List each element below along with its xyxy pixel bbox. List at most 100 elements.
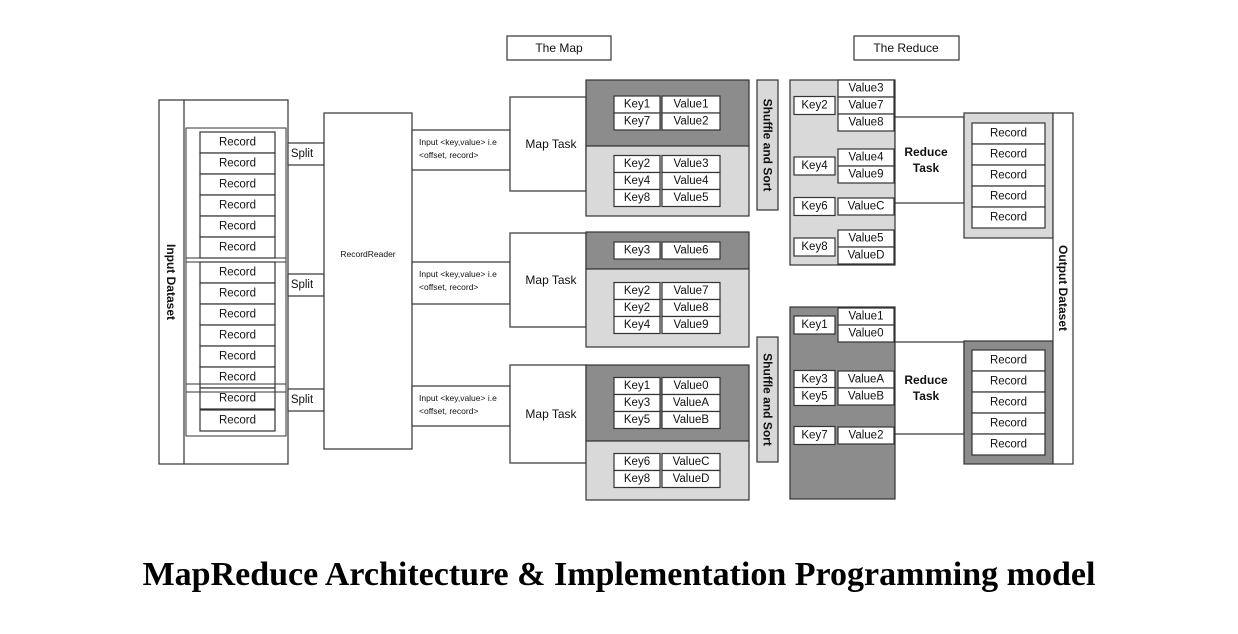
reduce-key-box bbox=[793, 156, 836, 176]
map-key: Key8 bbox=[624, 473, 650, 485]
output-dataset-label: Output Dataset bbox=[1056, 245, 1070, 331]
caption: MapReduce Architecture & Implementation … bbox=[142, 556, 1096, 593]
reduce-key-box bbox=[793, 196, 836, 217]
split-label: Split bbox=[291, 279, 314, 291]
map-key-box bbox=[613, 188, 661, 208]
map-value: Value7 bbox=[674, 285, 709, 297]
reduce-value: Value7 bbox=[849, 100, 884, 112]
map-key: Key3 bbox=[624, 397, 650, 409]
shuffle-box bbox=[756, 79, 779, 211]
map-key: Key1 bbox=[624, 99, 650, 111]
reduce-key-box bbox=[793, 237, 836, 257]
map-key-box bbox=[613, 315, 661, 335]
map-value: ValueB bbox=[673, 414, 710, 426]
map-task-label: Map Task bbox=[525, 137, 577, 151]
reduce-task-box bbox=[894, 116, 965, 204]
map-value: Value3 bbox=[674, 158, 709, 170]
output-record: Record bbox=[990, 128, 1027, 140]
reduce-value: ValueC bbox=[848, 201, 885, 213]
input-record: Record bbox=[219, 393, 256, 405]
map-value-box bbox=[661, 112, 721, 131]
output-record: Record bbox=[990, 439, 1027, 451]
map-key: Key4 bbox=[624, 319, 651, 331]
reduce-value-box bbox=[837, 113, 895, 132]
map-value: ValueC bbox=[673, 456, 710, 468]
output-record: Record bbox=[990, 212, 1027, 224]
split-label: Split bbox=[291, 394, 314, 406]
reduce-value: Value8 bbox=[849, 117, 884, 129]
reduce-value-box bbox=[837, 324, 895, 343]
output-record-box bbox=[971, 433, 1046, 456]
input-record: Record bbox=[219, 158, 256, 170]
output-record-box bbox=[971, 206, 1046, 229]
input-record: Record bbox=[219, 330, 256, 342]
map-key: Key4 bbox=[624, 175, 651, 187]
shuffle-label: Shuffle and Sort bbox=[761, 99, 775, 192]
map-value: Value6 bbox=[674, 245, 709, 257]
input-record: Record bbox=[219, 415, 256, 427]
reduce-title-box bbox=[853, 35, 960, 61]
output-record: Record bbox=[990, 170, 1027, 182]
reduce-value: Value2 bbox=[849, 430, 884, 442]
reduce-task-label: Reduce bbox=[904, 145, 948, 159]
output-record: Record bbox=[990, 149, 1027, 161]
map-value-box bbox=[661, 469, 721, 489]
map-input-box bbox=[411, 385, 511, 427]
map-value-box bbox=[661, 188, 721, 208]
map-title: The Map bbox=[535, 41, 583, 55]
reduce-key-box bbox=[793, 315, 836, 335]
map-value-box bbox=[661, 315, 721, 335]
map-task-box bbox=[509, 232, 587, 328]
record-reader-label: RecordReader bbox=[340, 249, 395, 259]
input-record: Record bbox=[219, 221, 256, 233]
map-value: Value0 bbox=[674, 380, 709, 392]
reduce-task-box bbox=[894, 341, 965, 435]
map-key: Key2 bbox=[624, 158, 650, 170]
reduce-key: Key7 bbox=[801, 430, 827, 442]
reduce-key: Key6 bbox=[801, 201, 827, 213]
map-value-box bbox=[661, 410, 721, 430]
reduce-value-box bbox=[837, 165, 895, 184]
reduce-value: ValueD bbox=[848, 250, 885, 262]
split-label: Split bbox=[291, 148, 314, 160]
reduce-value: Value9 bbox=[849, 169, 884, 181]
map-key: Key5 bbox=[624, 414, 650, 426]
map-input-text: <offset, record> bbox=[419, 150, 478, 160]
shuffle-box bbox=[756, 336, 779, 463]
output-dataset-box bbox=[1052, 112, 1074, 465]
record-reader-box bbox=[323, 112, 413, 450]
input-record: Record bbox=[219, 200, 256, 212]
reduce-key: Key5 bbox=[801, 391, 827, 403]
output-record: Record bbox=[990, 418, 1027, 430]
reduce-value: Value3 bbox=[849, 83, 884, 95]
reduce-task-label: Task bbox=[913, 161, 940, 175]
reduce-key: Key3 bbox=[801, 374, 827, 386]
reduce-key-box bbox=[793, 95, 836, 116]
output-record: Record bbox=[990, 397, 1027, 409]
output-record: Record bbox=[990, 191, 1027, 203]
map-value: Value5 bbox=[674, 192, 709, 204]
split-group bbox=[185, 257, 287, 393]
input-record: Record bbox=[219, 267, 256, 279]
reduce-key: Key8 bbox=[801, 241, 827, 253]
map-key: Key3 bbox=[624, 245, 650, 257]
map-value: ValueA bbox=[673, 397, 710, 409]
map-key: Key8 bbox=[624, 192, 650, 204]
output-record: Record bbox=[990, 355, 1027, 367]
input-record: Record bbox=[219, 242, 256, 254]
split-group bbox=[185, 383, 287, 437]
input-record: Record bbox=[219, 351, 256, 363]
map-key-box bbox=[613, 410, 661, 430]
reduce-key: Key2 bbox=[801, 100, 827, 112]
input-record: Record bbox=[219, 372, 256, 384]
reduce-task-label: Reduce bbox=[904, 373, 948, 387]
map-value: Value1 bbox=[674, 99, 709, 111]
map-input-text: Input <key,value> i.e bbox=[419, 137, 497, 147]
split-group bbox=[185, 127, 287, 263]
reduce-value: ValueB bbox=[848, 391, 885, 403]
reduce-task-label: Task bbox=[913, 389, 940, 403]
reduce-key-box bbox=[793, 425, 836, 446]
map-value: Value9 bbox=[674, 319, 709, 331]
map-key: Key6 bbox=[624, 456, 650, 468]
shuffle-label: Shuffle and Sort bbox=[761, 353, 775, 446]
